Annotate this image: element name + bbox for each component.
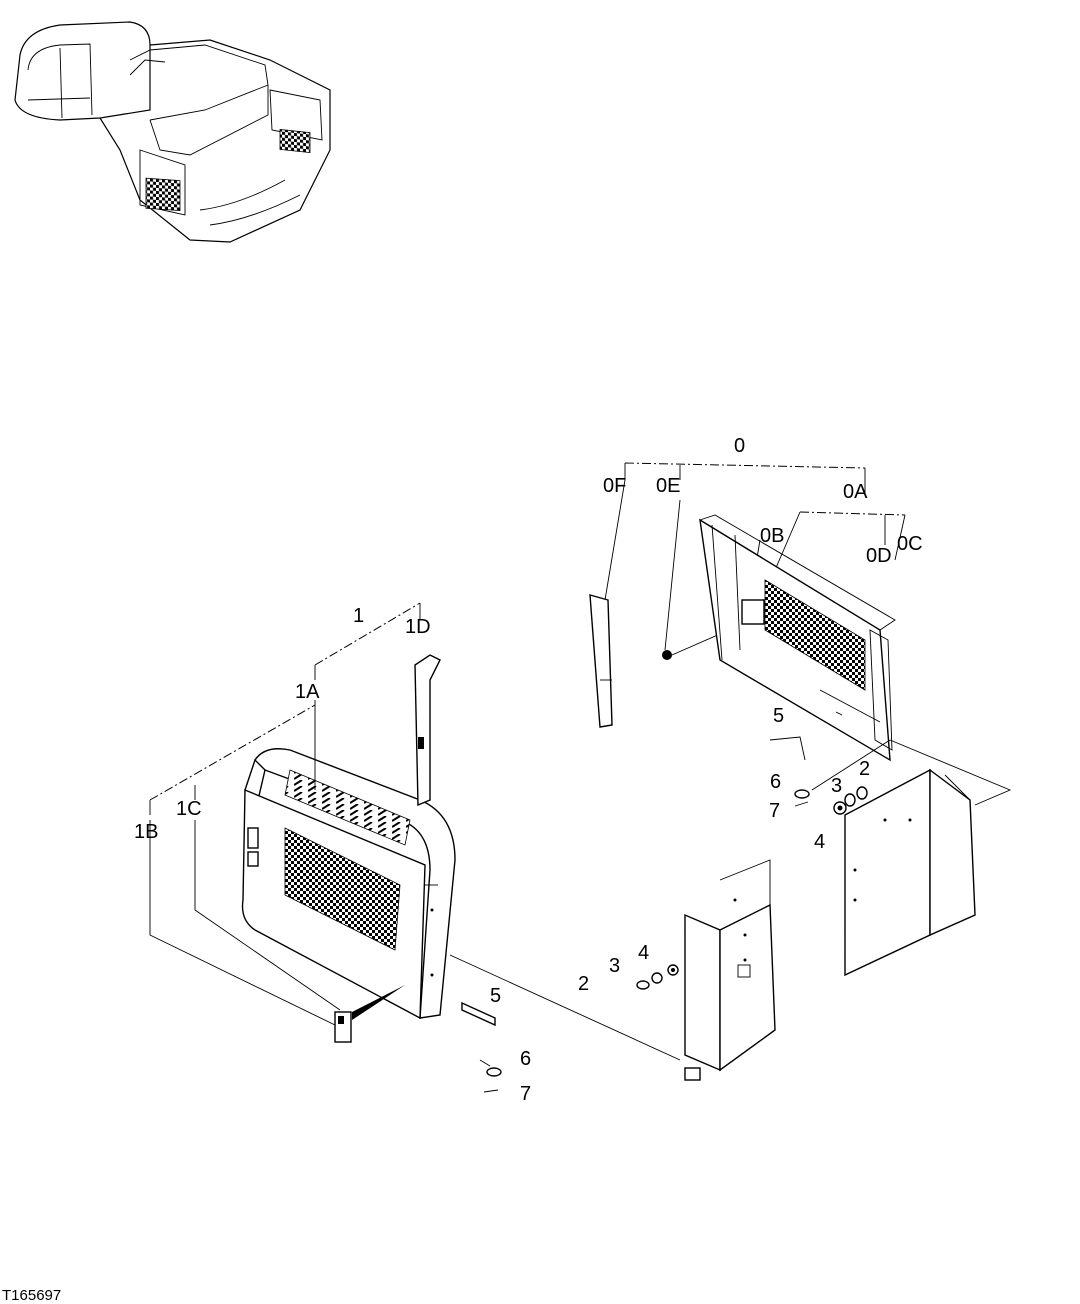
strip-1D bbox=[414, 654, 441, 807]
machine-overview-illustration bbox=[14, 21, 331, 243]
nut-0E bbox=[662, 650, 672, 660]
callout-0E: 0E bbox=[656, 475, 680, 497]
upper-door-panel bbox=[699, 514, 896, 762]
callout-1A: 1A bbox=[295, 681, 320, 703]
callout-left-4: 4 bbox=[638, 942, 649, 964]
latch-1B-1C bbox=[334, 985, 405, 1043]
callout-left-2: 2 bbox=[578, 973, 589, 995]
callout-right-3: 3 bbox=[831, 775, 842, 797]
callout-right-6: 6 bbox=[770, 771, 781, 793]
callout-1: 1 bbox=[353, 605, 364, 627]
callout-left-6: 6 bbox=[520, 1048, 531, 1070]
left-bracket-frame bbox=[449, 859, 776, 1081]
callout-1D: 1D bbox=[405, 616, 431, 638]
callout-left-5: 5 bbox=[490, 985, 501, 1007]
callout-right-2: 2 bbox=[859, 758, 870, 780]
callout-0D: 0D bbox=[866, 545, 892, 567]
right-hardware-set bbox=[769, 736, 891, 815]
callout-1B: 1B bbox=[134, 821, 158, 843]
callout-0F: 0F bbox=[603, 475, 626, 497]
assembly-1-bracket bbox=[149, 602, 421, 1026]
figure-id: T165697 bbox=[2, 1287, 61, 1304]
callout-left-3: 3 bbox=[609, 955, 620, 977]
lower-left-cover-panel bbox=[241, 748, 456, 1020]
callout-left-7: 7 bbox=[520, 1083, 531, 1105]
callout-right-4: 4 bbox=[814, 831, 825, 853]
callout-0A: 0A bbox=[843, 481, 868, 503]
callout-0C: 0C bbox=[897, 533, 923, 555]
callout-0: 0 bbox=[734, 435, 745, 457]
callout-1C: 1C bbox=[176, 798, 202, 820]
callout-right-7: 7 bbox=[769, 800, 780, 822]
right-bracket-frame bbox=[844, 739, 1012, 977]
left-hardware-set bbox=[461, 964, 679, 1093]
callout-right-5: 5 bbox=[773, 705, 784, 727]
strip-0F bbox=[589, 594, 613, 728]
callout-0B: 0B bbox=[760, 525, 784, 547]
